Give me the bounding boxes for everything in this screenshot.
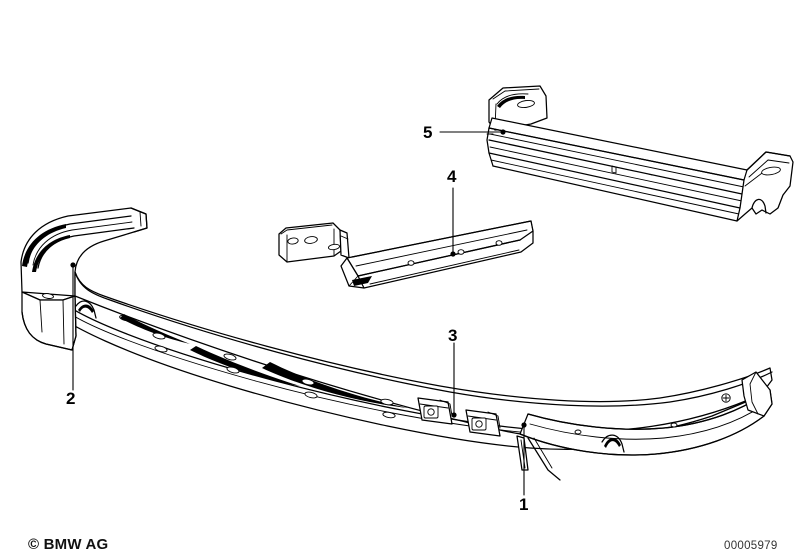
copyright-notice: © BMW AG [28,536,109,553]
part-4-mounting-bracket [278,220,534,289]
callout-4[interactable]: 4 [447,167,457,186]
callout-2[interactable]: 2 [66,389,76,408]
callout-3[interactable]: 3 [448,326,458,345]
callout-5[interactable]: 5 [423,123,433,142]
leader-lines [70,129,527,496]
diagram-number: 00005979 [724,540,778,552]
part-5-bumper-support-rail [486,85,794,222]
part-main-front-bumper [20,207,773,481]
bumper-slot-holes [152,332,396,419]
callout-1[interactable]: 1 [519,495,529,514]
part-3-bumper-mounting-tab [417,397,501,437]
